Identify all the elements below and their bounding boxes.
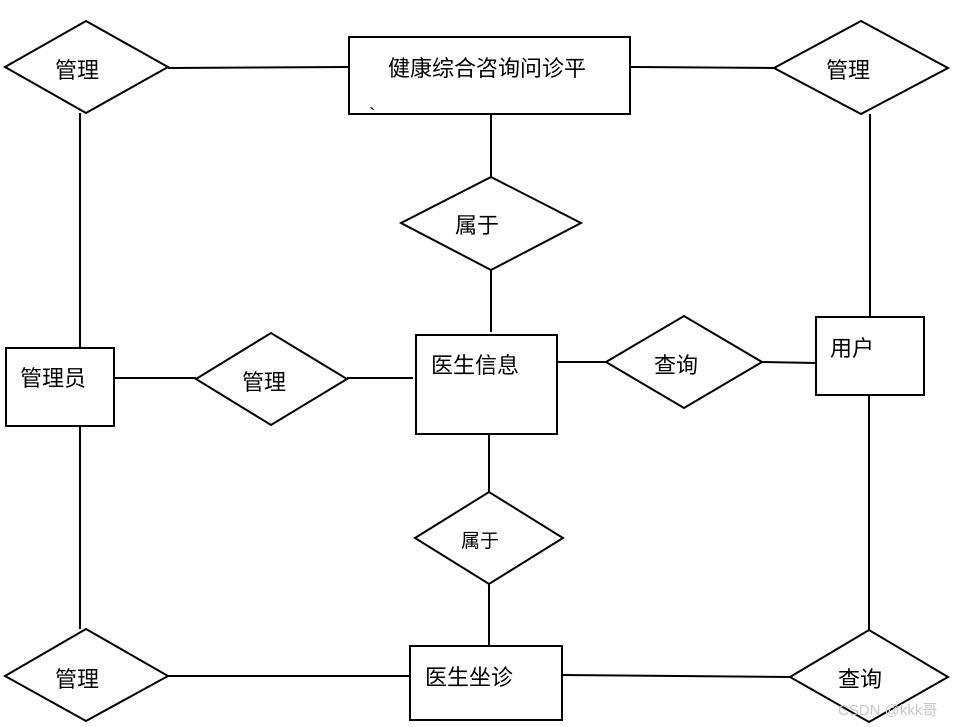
relation-query-bottom-right: 查询 (788, 628, 950, 724)
entity-doctor-info-label: 医生信息 (431, 353, 519, 378)
relation-manage-middle: 管理 (194, 331, 349, 427)
connector-lines (79, 66, 871, 678)
relation-manage-bottom-left: 管理 (2, 627, 171, 723)
entity-doctor-visit: 医生坐诊 (409, 645, 563, 721)
entity-platform: 健康综合咨询问诊平 ˏ (348, 36, 631, 115)
relation-query-bottom-right-label: 查询 (838, 667, 882, 692)
entity-platform-label: 健康综合咨询问诊平 (388, 56, 586, 81)
relation-manage-middle-diamond (194, 331, 349, 427)
relation-manage-top-left-diamond (2, 19, 171, 115)
relation-manage-top-left-label: 管理 (55, 58, 99, 83)
entity-doctor-info: 医生信息 (415, 334, 558, 435)
entity-doctor-visit-label: 医生坐诊 (425, 665, 513, 690)
stray-mark: ˏ (369, 90, 375, 111)
watermark: CSDN @kkk哥 (838, 702, 937, 719)
relation-belongs-bottom: 属于 (413, 490, 565, 586)
line-platform-manage-right (629, 66, 775, 69)
relation-manage-top-right: 管理 (771, 19, 951, 116)
relation-belongs-top: 属于 (398, 175, 584, 272)
relation-query-middle-label: 查询 (654, 353, 698, 378)
relation-query-middle-diamond (604, 314, 764, 410)
entity-user: 用户 (815, 316, 925, 396)
entity-admin: 管理员 (5, 347, 115, 427)
relation-query-middle: 查询 (604, 314, 764, 410)
relation-manage-middle-label: 管理 (242, 370, 286, 395)
line-query-user (761, 361, 817, 364)
relation-query-bottom-right-diamond (788, 628, 950, 724)
line-platform-manage-left (167, 66, 350, 69)
relation-manage-top-left: 管理 (2, 19, 171, 115)
entity-doctor-visit-box (409, 645, 563, 721)
relation-manage-top-right-label: 管理 (826, 58, 870, 83)
entity-user-box (815, 316, 925, 396)
relation-manage-top-right-diamond (771, 19, 951, 116)
entity-doctor-info-box (415, 334, 558, 435)
relation-belongs-top-diamond (398, 175, 584, 272)
relation-manage-bottom-left-diamond (2, 627, 171, 723)
relation-belongs-top-label: 属于 (455, 213, 499, 238)
entity-admin-label: 管理员 (20, 366, 86, 391)
relation-belongs-bottom-label: 属于 (461, 531, 499, 552)
relation-belongs-bottom-diamond (413, 490, 565, 586)
line-doctorvisit-query-bottom (561, 674, 791, 678)
relation-manage-bottom-left-label: 管理 (55, 667, 99, 692)
entity-user-label: 用户 (830, 336, 874, 361)
entity-platform-box (348, 36, 631, 115)
entity-admin-box (5, 347, 115, 427)
